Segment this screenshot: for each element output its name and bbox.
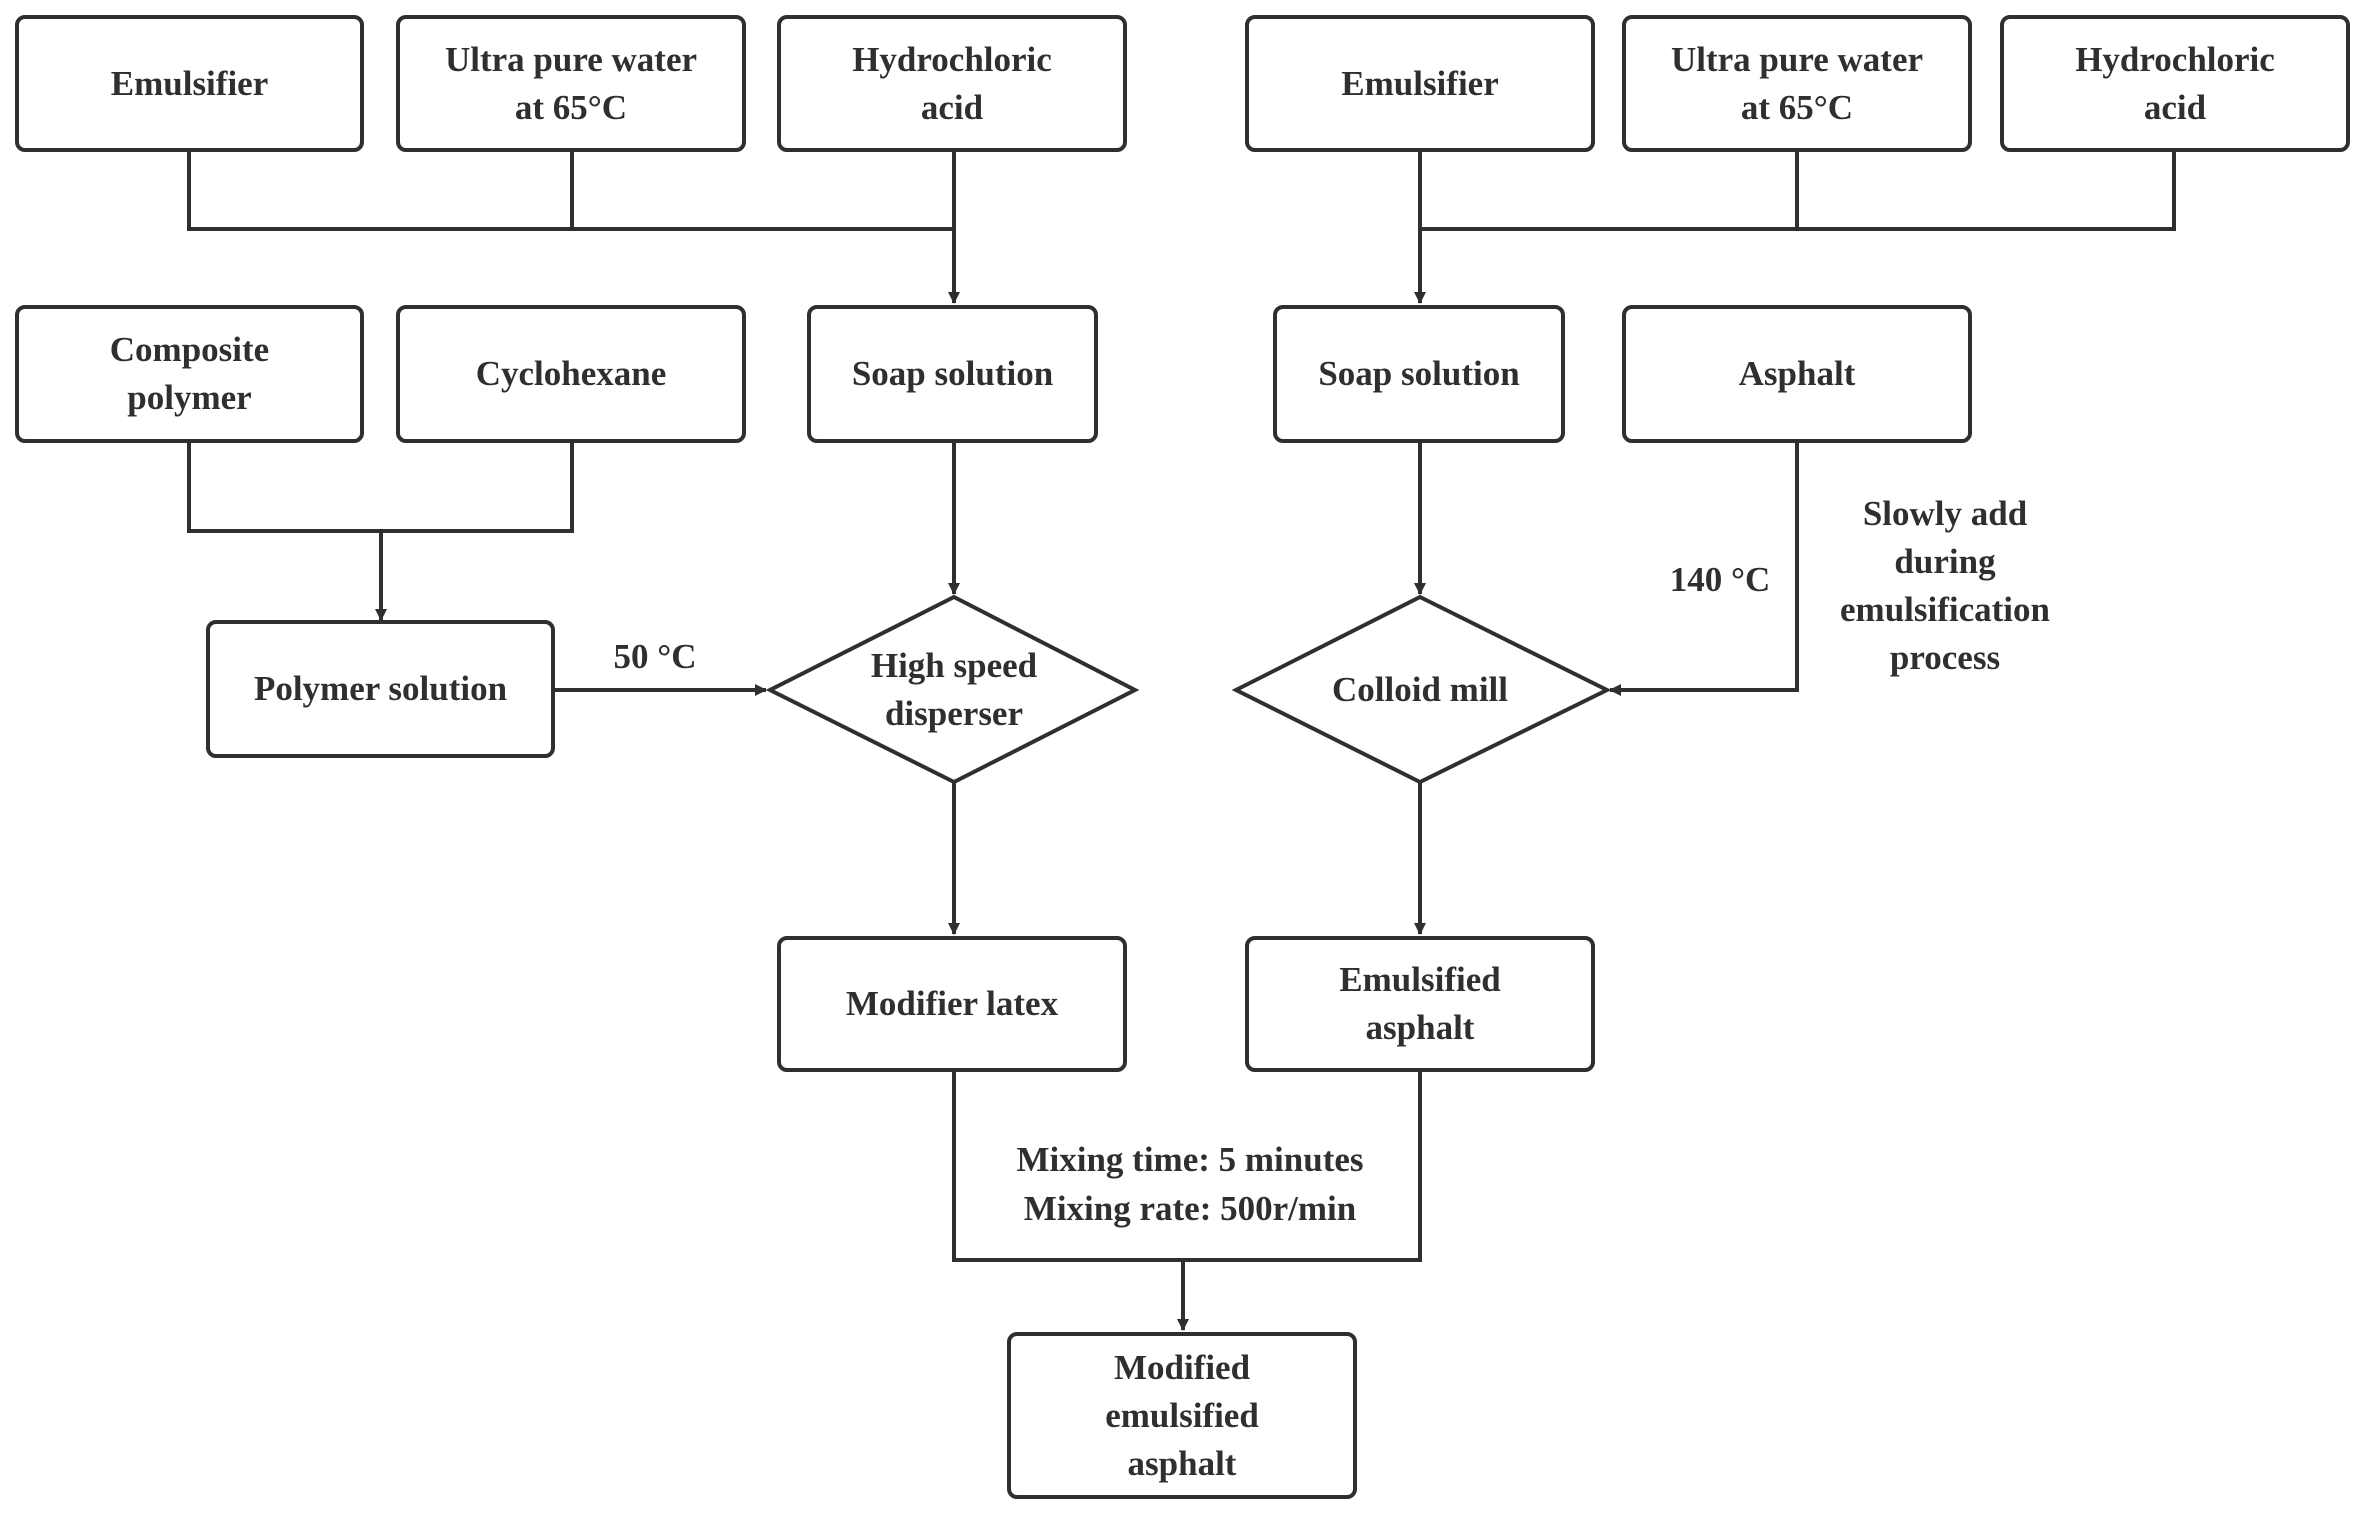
emulsified-asphalt-box: Emulsified asphalt bbox=[1245, 936, 1595, 1072]
connector-composite-polymer bbox=[187, 443, 574, 533]
mixing-time-label: Mixing time: 5 minutes bbox=[1016, 1140, 1364, 1179]
water-left-label: Ultra pure water at 65°C bbox=[444, 39, 698, 127]
composite-polymer-box: Composite polymer bbox=[15, 305, 364, 443]
modified-emulsified-asphalt-box: Modified emulsified asphalt bbox=[1007, 1332, 1357, 1499]
colloid-mill-label: Colloid mill bbox=[1332, 670, 1508, 709]
cyclohexane-label: Cyclohexane bbox=[475, 354, 667, 393]
polymer-solution-label: Polymer solution bbox=[253, 669, 508, 708]
temp-140-label: 140 °C bbox=[1669, 560, 1771, 599]
slowly-add-label: Slowly add during emulsification process bbox=[1840, 494, 2050, 677]
emulsifier-right-box: Emulsifier bbox=[1245, 15, 1595, 152]
water-right-label: Ultra pure water at 65°C bbox=[1670, 39, 1924, 127]
hcl-left-box: Hydrochloric acid bbox=[777, 15, 1127, 152]
polymer-solution-box: Polymer solution bbox=[206, 620, 555, 758]
hcl-right-label: Hydrochloric acid bbox=[2075, 39, 2275, 127]
asphalt-box: Asphalt bbox=[1622, 305, 1972, 443]
connector-hcl-right bbox=[1420, 152, 2176, 231]
modifier-latex-label: Modifier latex bbox=[845, 984, 1059, 1023]
emulsifier-right-label: Emulsifier bbox=[1341, 63, 1499, 103]
hcl-right-box: Hydrochloric acid bbox=[2000, 15, 2350, 152]
mixing-rate-label: Mixing rate: 500r/min bbox=[1023, 1189, 1357, 1228]
connector-mixing bbox=[952, 1072, 1422, 1262]
emulsifier-left-box: Emulsifier bbox=[15, 15, 364, 152]
asphalt-label: Asphalt bbox=[1738, 354, 1856, 393]
disperser-diamond bbox=[765, 594, 1140, 785]
modified-emulsified-asphalt-label: Modified emulsified asphalt bbox=[1105, 1347, 1259, 1483]
composite-polymer-label: Composite polymer bbox=[109, 330, 270, 417]
emulsifier-left-label: Emulsifier bbox=[110, 63, 269, 103]
soap-left-box: Soap solution bbox=[807, 305, 1098, 443]
modifier-latex-box: Modifier latex bbox=[777, 936, 1127, 1072]
hcl-left-label: Hydrochloric acid bbox=[852, 39, 1052, 127]
soap-right-box: Soap solution bbox=[1273, 305, 1565, 443]
soap-right-label: Soap solution bbox=[1318, 354, 1520, 393]
emulsified-asphalt-label: Emulsified asphalt bbox=[1339, 960, 1501, 1047]
water-left-box: Ultra pure water at 65°C bbox=[396, 15, 746, 152]
water-right-box: Ultra pure water at 65°C bbox=[1622, 15, 1972, 152]
high-speed-disperser-label: High speed disperser bbox=[870, 646, 1038, 733]
arrow-asphalt-to-colloid-mill bbox=[1609, 443, 1799, 696]
soap-left-label: Soap solution bbox=[851, 354, 1054, 393]
temp-50-label: 50 °C bbox=[613, 637, 697, 676]
connector-emulsifier-left bbox=[187, 152, 954, 231]
cyclohexane-box: Cyclohexane bbox=[396, 305, 746, 443]
colloid-mill-diamond bbox=[1231, 594, 1612, 785]
